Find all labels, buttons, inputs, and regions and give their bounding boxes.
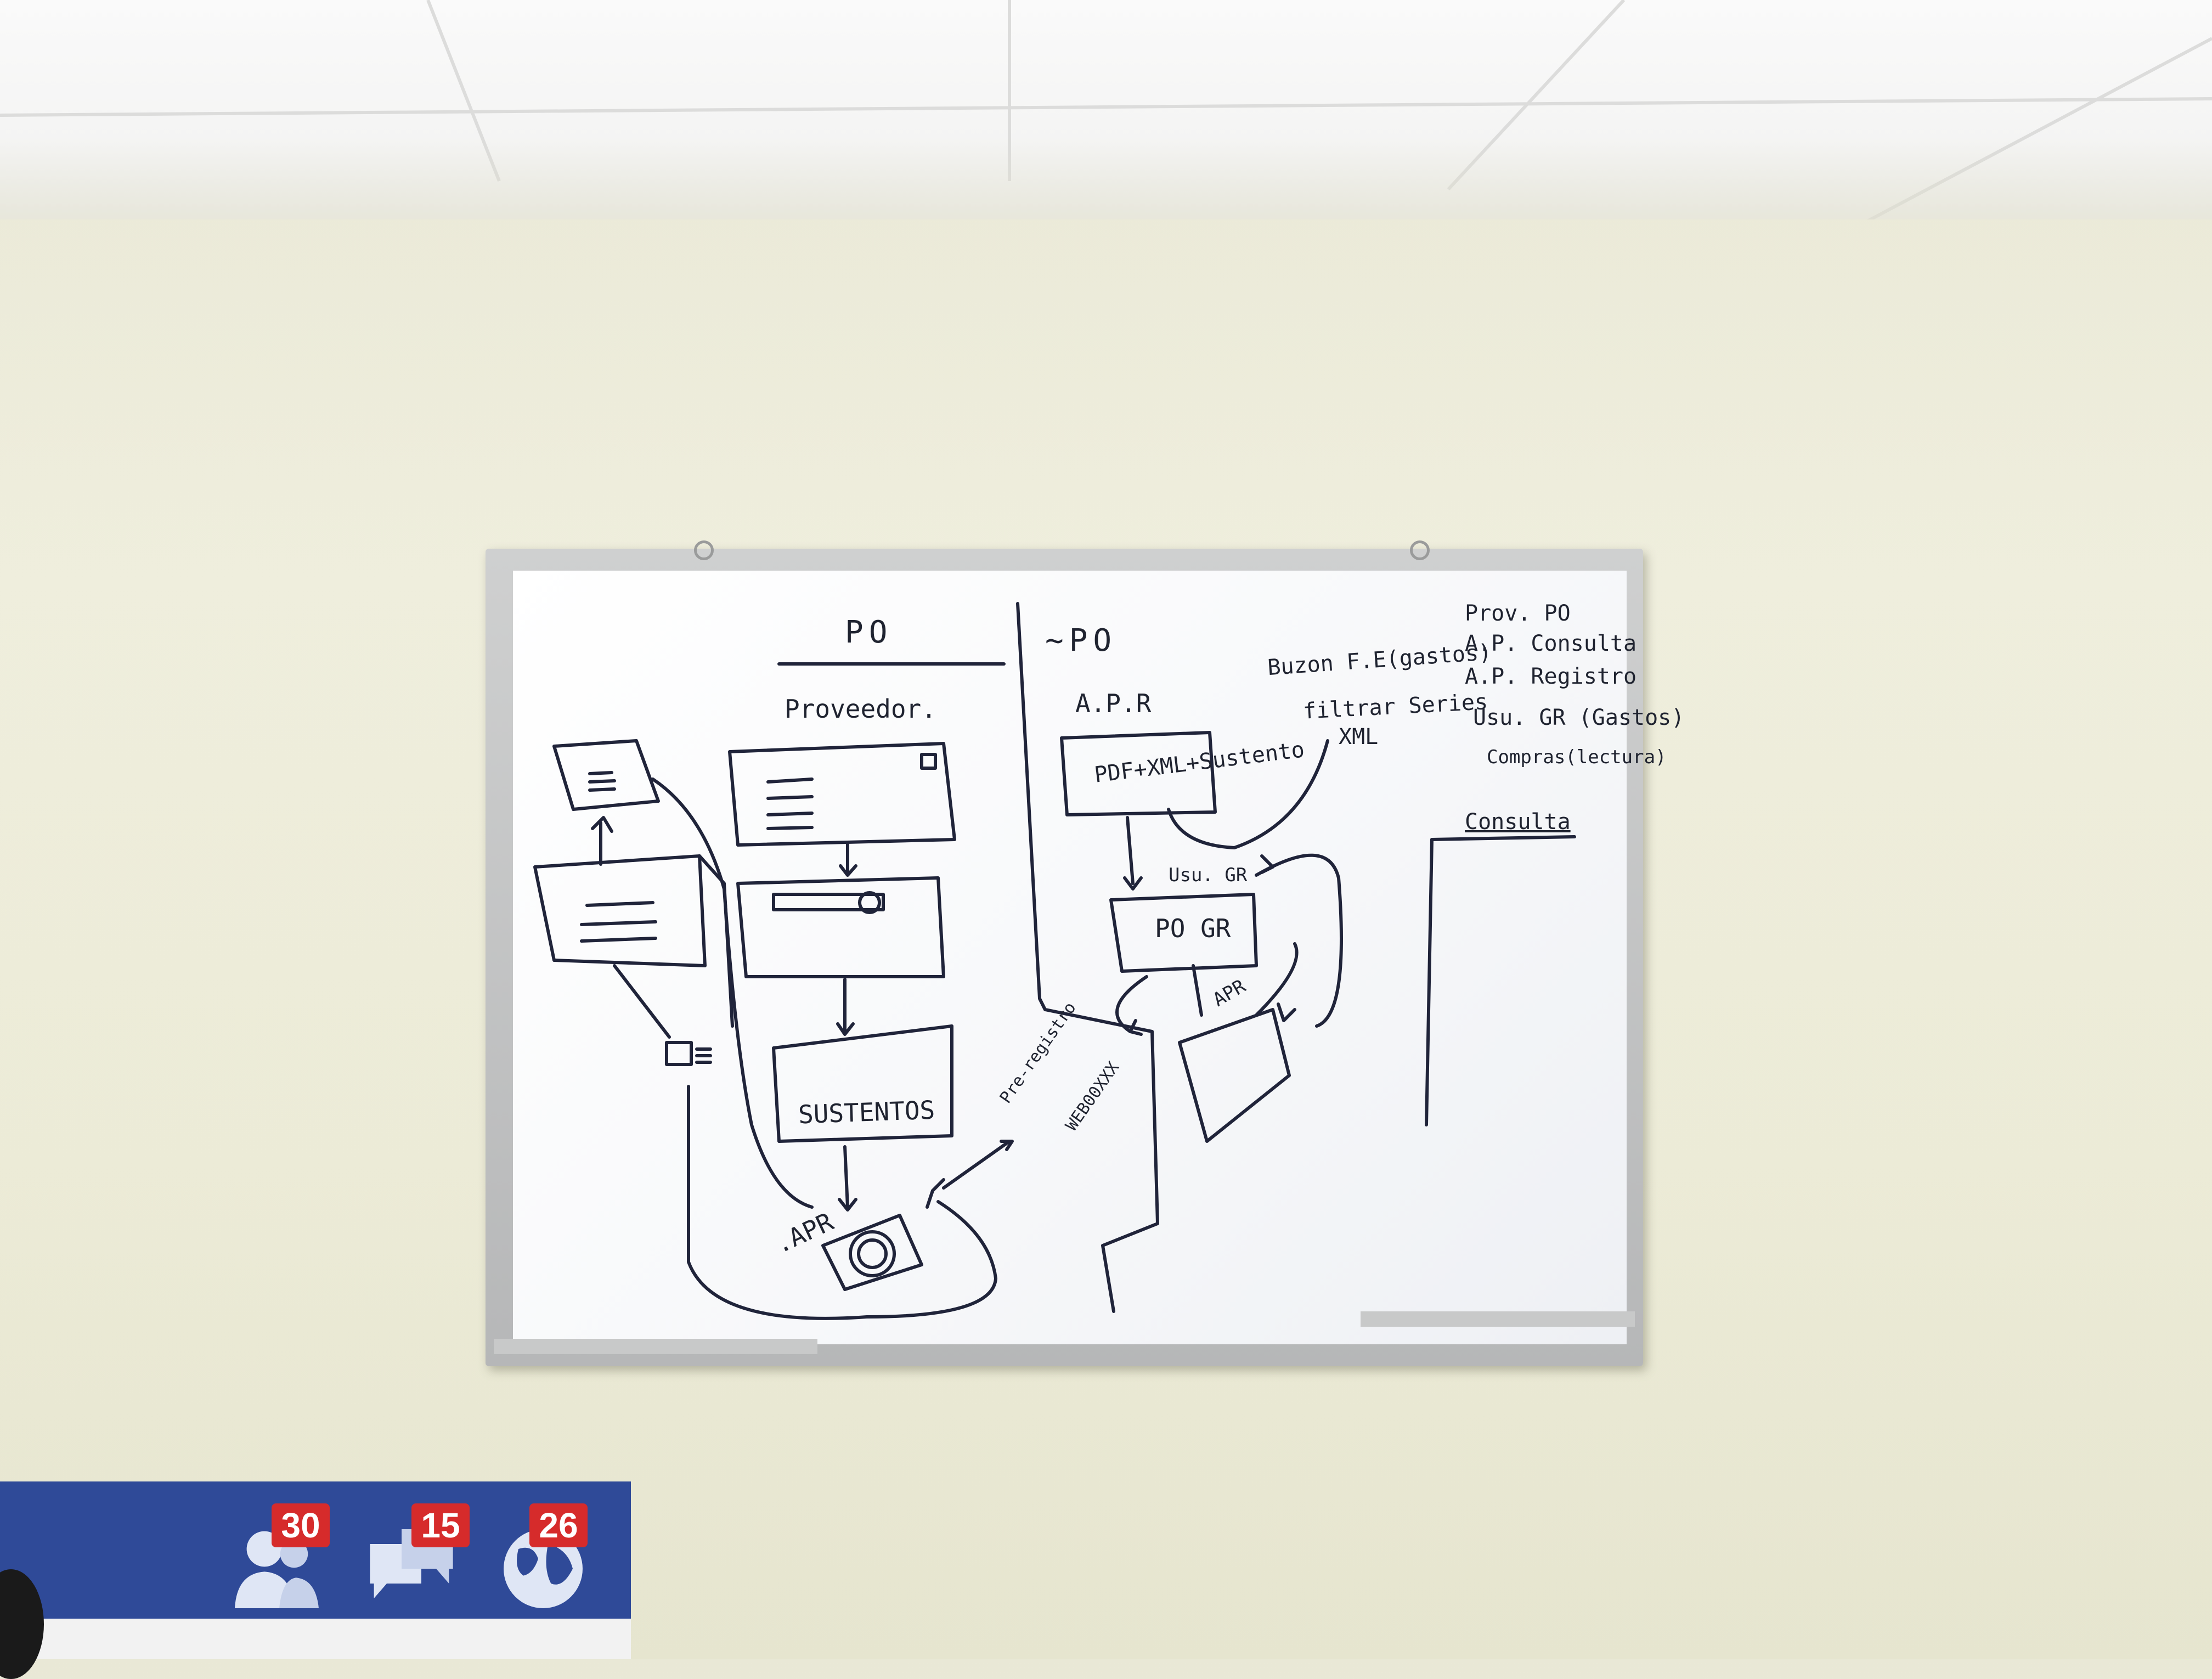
poster-bottom-strip — [0, 1619, 631, 1659]
ceiling-shadow — [0, 137, 2212, 219]
usu-gr-label: Usu. GR — [1169, 864, 1248, 886]
hanging-hook — [1410, 540, 1430, 560]
apr-header: A.P.R — [1075, 689, 1152, 718]
messages-badge: 15 — [411, 1503, 470, 1547]
role-compras: Compras(lectura) — [1487, 746, 1667, 768]
role-usu-gr: Usu. GR (Gastos) — [1473, 705, 1685, 730]
consulta-label: Consulta — [1465, 809, 1571, 835]
globe-icon — [504, 1529, 583, 1608]
sustentos-label: SUSTENTOS — [798, 1095, 936, 1130]
marker-tray — [1361, 1311, 1635, 1327]
non-po-header: ~PO — [1045, 623, 1118, 658]
role-ap-consulta: A.P. Consulta — [1465, 631, 1637, 656]
po-header: PO — [845, 615, 893, 650]
role-ap-registro: A.P. Registro — [1465, 664, 1637, 689]
po-gr-label: PO GR — [1155, 914, 1231, 943]
friend-requests-badge: 30 — [272, 1503, 330, 1547]
hanging-hook — [694, 540, 714, 560]
proveedor-label: Proveedor. — [785, 694, 936, 724]
whiteboard-surface — [513, 571, 1627, 1344]
role-prov-po: Prov. PO — [1465, 601, 1571, 626]
xml-label: XML — [1339, 724, 1379, 750]
notifications-badge: 26 — [529, 1503, 588, 1547]
marker-tray — [494, 1339, 817, 1354]
